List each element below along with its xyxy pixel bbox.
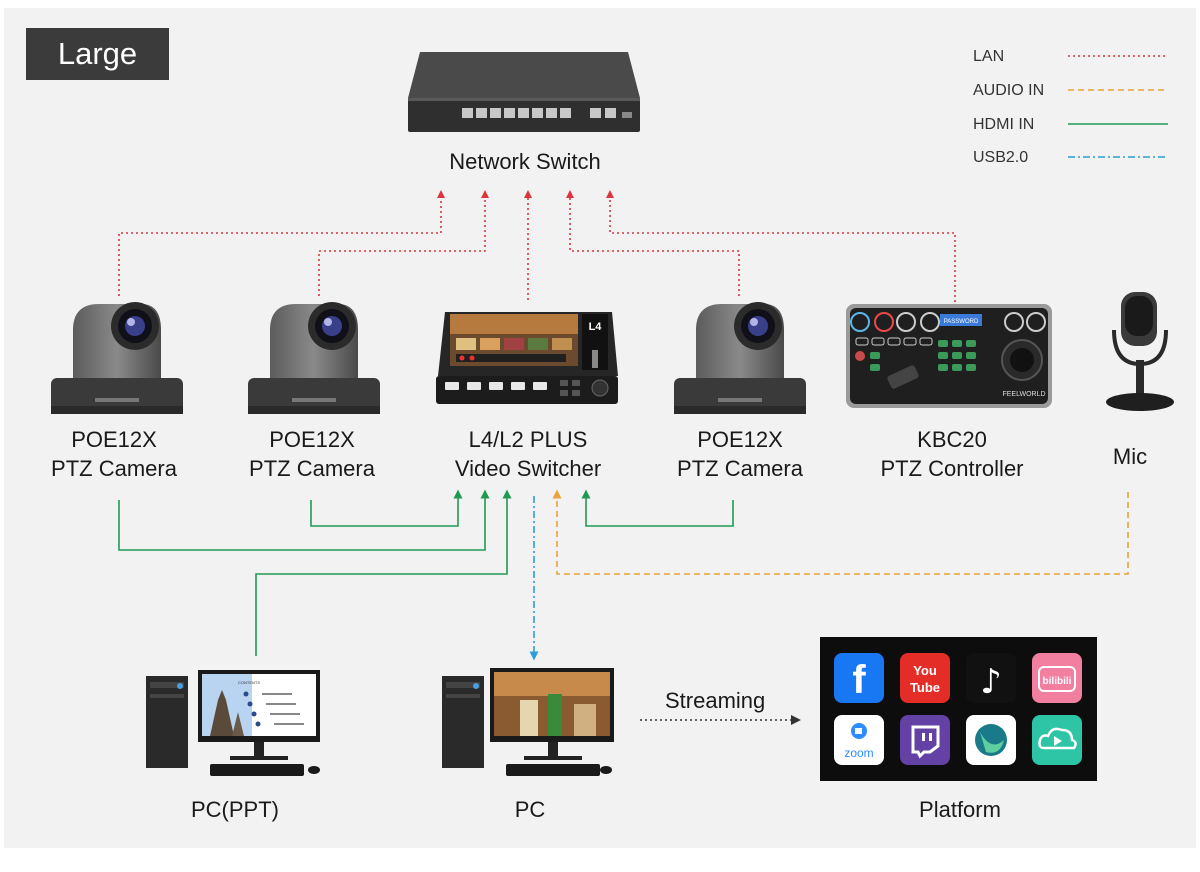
bilibili-glyph: bilibili xyxy=(1043,676,1072,687)
tiktok-glyph: ♪ xyxy=(980,662,1002,702)
legend-hdmi: HDMI IN xyxy=(973,116,1035,133)
audio-connection xyxy=(552,489,1129,575)
zoom-glyph: zoom xyxy=(844,746,873,760)
legend-samples xyxy=(1068,55,1168,158)
size-tag: Large xyxy=(26,28,169,80)
facebook-glyph: f xyxy=(852,658,866,702)
streaming-label: Streaming xyxy=(665,688,766,713)
camera-1-model: POE12X xyxy=(71,427,157,452)
camera-1-label: POE12X PTZ Camera xyxy=(34,425,194,483)
controller-label: KBC20 PTZ Controller xyxy=(862,425,1042,483)
controller-model: KBC20 xyxy=(917,427,987,452)
controller-screen-text: PASSWORD xyxy=(944,319,979,325)
video-switcher-image: L4 xyxy=(436,312,618,404)
hdmi-connections xyxy=(118,489,734,656)
legend-lan: LAN xyxy=(973,48,1005,65)
switcher-model: L4/L2 PLUS xyxy=(468,427,588,452)
switcher-badge: L4 xyxy=(589,321,603,333)
switcher-label: L4/L2 PLUS Video Switcher xyxy=(438,425,618,483)
camera-2-label: POE12X PTZ Camera xyxy=(232,425,392,483)
mic-label: Mic xyxy=(1112,444,1148,469)
legend-usb: USB2.0 xyxy=(973,149,1029,166)
slide-title: CONTENTS xyxy=(238,680,260,685)
cloud-live-icon xyxy=(1032,715,1082,765)
bilibili-icon: bilibili xyxy=(1032,653,1082,703)
controller-type: PTZ Controller xyxy=(880,456,1024,481)
lan-connections xyxy=(118,190,956,302)
network-switch-label: Network Switch xyxy=(449,149,601,174)
tiktok-icon: ♪ xyxy=(966,653,1016,703)
camera-1-type: PTZ Camera xyxy=(51,456,177,481)
svg-text:You: You xyxy=(913,663,937,678)
svg-text:Tube: Tube xyxy=(910,680,940,695)
pc-ppt-label: PC(PPT) xyxy=(191,797,279,822)
pc-ppt-image: CONTENTS xyxy=(146,670,320,776)
pc-image xyxy=(442,668,614,776)
ptz-controller-image: PASSWORD xyxy=(846,304,1052,408)
pc-label: PC xyxy=(514,797,546,822)
legend-audio: AUDIO IN xyxy=(973,82,1045,99)
camera-2-type: PTZ Camera xyxy=(249,456,375,481)
camera-3-image xyxy=(674,302,806,414)
camera-2-image xyxy=(248,302,380,414)
platform-label: Platform xyxy=(919,797,1001,822)
twitch-icon xyxy=(900,715,950,765)
camera-3-model: POE12X xyxy=(697,427,783,452)
mic-image xyxy=(1106,292,1174,411)
switcher-type: Video Switcher xyxy=(454,456,602,481)
camera-3-label: POE12X PTZ Camera xyxy=(660,425,820,483)
network-switch-image xyxy=(408,52,640,132)
facebook-icon: f xyxy=(834,653,884,703)
camera-3-type: PTZ Camera xyxy=(677,456,803,481)
vmix-icon xyxy=(966,715,1016,765)
camera-1-image xyxy=(51,302,183,414)
controller-brand: FEELWORLD xyxy=(1002,391,1045,398)
youtube-icon: You Tube xyxy=(900,653,950,703)
zoom-icon: zoom xyxy=(834,715,884,765)
camera-2-model: POE12X xyxy=(269,427,355,452)
